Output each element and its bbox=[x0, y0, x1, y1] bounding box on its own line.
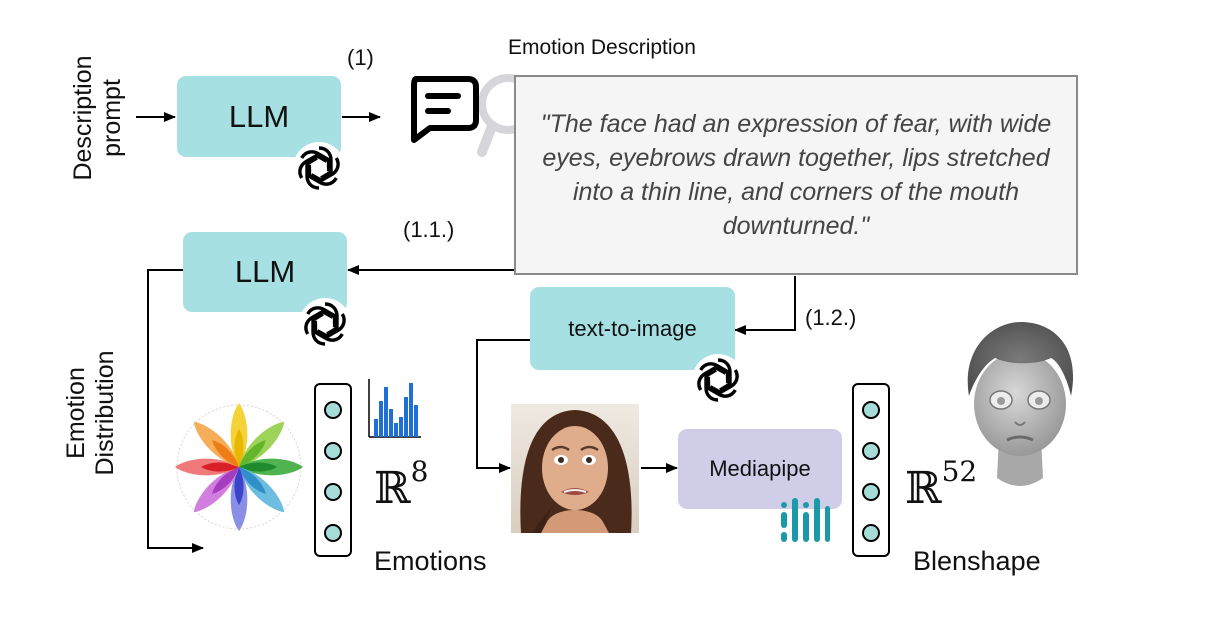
mediapipe-box: Mediapipe bbox=[678, 429, 842, 509]
avatar-head bbox=[967, 322, 1074, 486]
openai-logo-icon bbox=[293, 142, 345, 194]
face-photo bbox=[511, 404, 639, 533]
real-symbol: ℝ bbox=[374, 463, 411, 514]
plutchik-wheel-icon bbox=[175, 403, 303, 531]
text-to-image-label: text-to-image bbox=[568, 315, 697, 341]
step-1-2-label: (1.2.) bbox=[805, 305, 857, 330]
blendshape-vector bbox=[852, 383, 890, 557]
histogram-icon bbox=[368, 379, 421, 438]
emotion-distribution-label: Emotion Distribution bbox=[62, 350, 119, 476]
step-1-1-label: (1.1.) bbox=[403, 217, 455, 242]
arrow-llm-to-wheel bbox=[147, 269, 204, 553]
openai-logo-icon bbox=[692, 354, 744, 406]
emotion-description-text: "The face had an expression of fear, wit… bbox=[540, 110, 1052, 240]
description-prompt-label: Description prompt bbox=[69, 55, 126, 181]
emotion-vector bbox=[314, 383, 352, 557]
text-to-image-box: text-to-image bbox=[530, 287, 735, 370]
llm-label: LLM bbox=[234, 254, 296, 289]
vector-node bbox=[324, 483, 342, 501]
emotion-space-label: ℝ8 bbox=[374, 455, 428, 514]
vector-node bbox=[862, 524, 880, 542]
step-1-label: (1) bbox=[347, 45, 374, 70]
emotion-description-title: Emotion Description bbox=[508, 36, 696, 59]
emotions-caption: Emotions bbox=[374, 546, 487, 576]
arrow-description-to-t2i bbox=[734, 276, 796, 335]
openai-logo-icon bbox=[299, 298, 351, 350]
blendshape-dim: 52 bbox=[941, 455, 978, 488]
blendshape-space-label: ℝ52 bbox=[905, 455, 977, 514]
vector-node bbox=[324, 442, 342, 460]
vector-node bbox=[324, 401, 342, 419]
real-symbol: ℝ bbox=[905, 463, 942, 514]
mediapipe-logo-icon bbox=[781, 498, 830, 542]
vector-node bbox=[862, 401, 880, 419]
blendshape-caption: Blenshape bbox=[913, 546, 1041, 576]
vector-node bbox=[324, 524, 342, 542]
vector-node bbox=[862, 483, 880, 501]
arrow-t2i-to-photo bbox=[476, 339, 530, 473]
mediapipe-label: Mediapipe bbox=[709, 456, 811, 481]
llm-label: LLM bbox=[228, 98, 290, 134]
vector-node bbox=[862, 442, 880, 460]
emotion-dim: 8 bbox=[410, 455, 429, 488]
chat-bubble-icon bbox=[411, 76, 479, 143]
emotion-description-box: "The face had an expression of fear, wit… bbox=[514, 75, 1078, 275]
